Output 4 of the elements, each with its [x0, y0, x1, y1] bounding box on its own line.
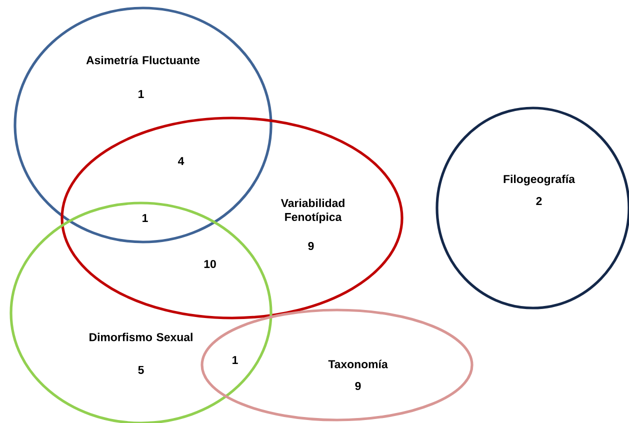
count-label: 10: [204, 260, 216, 268]
count-label: 1: [232, 356, 238, 364]
count-label: 1: [142, 214, 148, 222]
count-label: 4: [178, 157, 184, 165]
